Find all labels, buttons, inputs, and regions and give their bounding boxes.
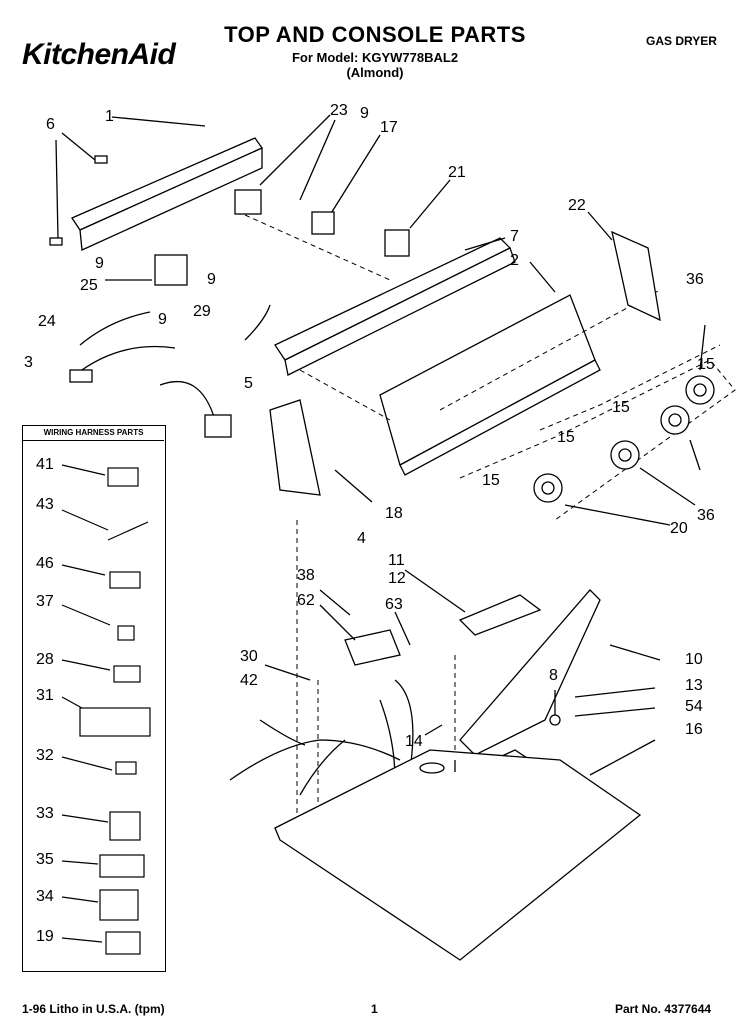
callout: 21	[448, 164, 466, 181]
legend-title: WIRING HARNESS PARTS	[23, 426, 164, 441]
callout: 25	[80, 277, 98, 294]
legend-part-43	[107, 521, 149, 541]
callout: 7	[510, 228, 519, 245]
callout: 62	[297, 592, 315, 609]
part-25	[154, 254, 188, 286]
part-11	[458, 594, 542, 636]
callout: 9	[207, 271, 216, 288]
callout: 6	[46, 116, 55, 133]
part-17	[311, 211, 335, 235]
harness-42	[229, 739, 401, 781]
callout: 22	[568, 197, 586, 214]
color-line: (Almond)	[346, 65, 404, 80]
console-top	[459, 589, 601, 756]
callout: 63	[385, 596, 403, 613]
footer-litho: 1-96 Litho in U.S.A. (tpm)	[22, 1002, 165, 1016]
wire-24	[79, 311, 151, 346]
page-number: 1	[371, 1002, 378, 1016]
callout: 54	[685, 698, 703, 715]
legend-label: 46	[36, 555, 54, 572]
legend-label: 19	[36, 928, 54, 945]
callout: 38	[297, 567, 315, 584]
part-5	[204, 414, 232, 438]
legend-part-34	[99, 889, 139, 921]
callout: 13	[685, 677, 703, 694]
brand-logo: KitchenAid	[22, 38, 176, 71]
model-info: For Model: KGYW778BAL2 (Almond)	[250, 50, 500, 80]
knob-2	[660, 405, 690, 435]
legend-part-32	[115, 761, 137, 775]
callout: 3	[24, 354, 33, 371]
legend-part-19	[105, 931, 141, 955]
callout: 42	[240, 672, 258, 689]
part-number: Part No. 4377644	[615, 1002, 712, 1016]
callout: 14	[405, 733, 423, 750]
callout: 17	[380, 119, 398, 136]
legend-label: 37	[36, 593, 54, 610]
knob-1	[685, 375, 715, 405]
callout: 36	[686, 271, 704, 288]
legend-part-37	[117, 625, 135, 641]
callout: 20	[670, 520, 688, 537]
callout: 8	[549, 667, 558, 684]
callout: 23	[330, 102, 348, 119]
callout: 16	[685, 721, 703, 738]
legend-label: 43	[36, 496, 54, 513]
callout: 12	[388, 570, 406, 587]
callout: 30	[240, 648, 258, 665]
legend-label: 32	[36, 747, 54, 764]
page-title: TOP AND CONSOLE PARTS	[224, 22, 526, 47]
callout: 15	[557, 429, 575, 446]
callout: 5	[244, 375, 253, 392]
legend-part-28	[113, 665, 141, 683]
legend-part-46	[109, 571, 141, 589]
legend-label: 34	[36, 888, 54, 905]
part-22	[611, 230, 661, 322]
legend-label: 41	[36, 456, 54, 473]
legend-label: 35	[36, 851, 54, 868]
callout: 15	[697, 356, 715, 373]
callout: 1	[105, 108, 114, 125]
callout: 15	[482, 472, 500, 489]
callout: 36	[697, 507, 715, 524]
callout: 18	[385, 505, 403, 522]
model-line: For Model: KGYW778BAL2	[291, 50, 459, 65]
dryer-top	[274, 749, 642, 961]
part-62	[344, 629, 401, 666]
callout: 24	[38, 313, 56, 330]
callout: 2	[510, 252, 519, 269]
legend-part-33	[109, 811, 141, 841]
wire-3	[74, 345, 176, 376]
callout: 11	[388, 552, 405, 569]
side-panel	[269, 399, 321, 496]
callout: 29	[193, 303, 211, 320]
part-21	[384, 229, 410, 257]
callout: 9	[95, 255, 104, 272]
legend-label: 33	[36, 805, 54, 822]
wire-5	[159, 380, 216, 421]
back-plate	[71, 137, 263, 231]
knob-4	[533, 473, 563, 503]
legend-label: 31	[36, 687, 54, 704]
callout: 10	[685, 651, 703, 668]
legend-part-41	[107, 467, 139, 487]
wiring-harness-legend	[22, 425, 166, 972]
legend-part-35	[99, 854, 145, 878]
legend-part-31	[79, 707, 151, 737]
product-type: GAS DRYER	[646, 34, 717, 48]
callout: 15	[612, 399, 630, 416]
legend-label: 28	[36, 651, 54, 668]
part-23	[234, 189, 262, 215]
knob-3	[610, 440, 640, 470]
callout: 9	[158, 311, 167, 328]
callout: 9	[360, 105, 369, 122]
callout: 4	[357, 530, 366, 547]
